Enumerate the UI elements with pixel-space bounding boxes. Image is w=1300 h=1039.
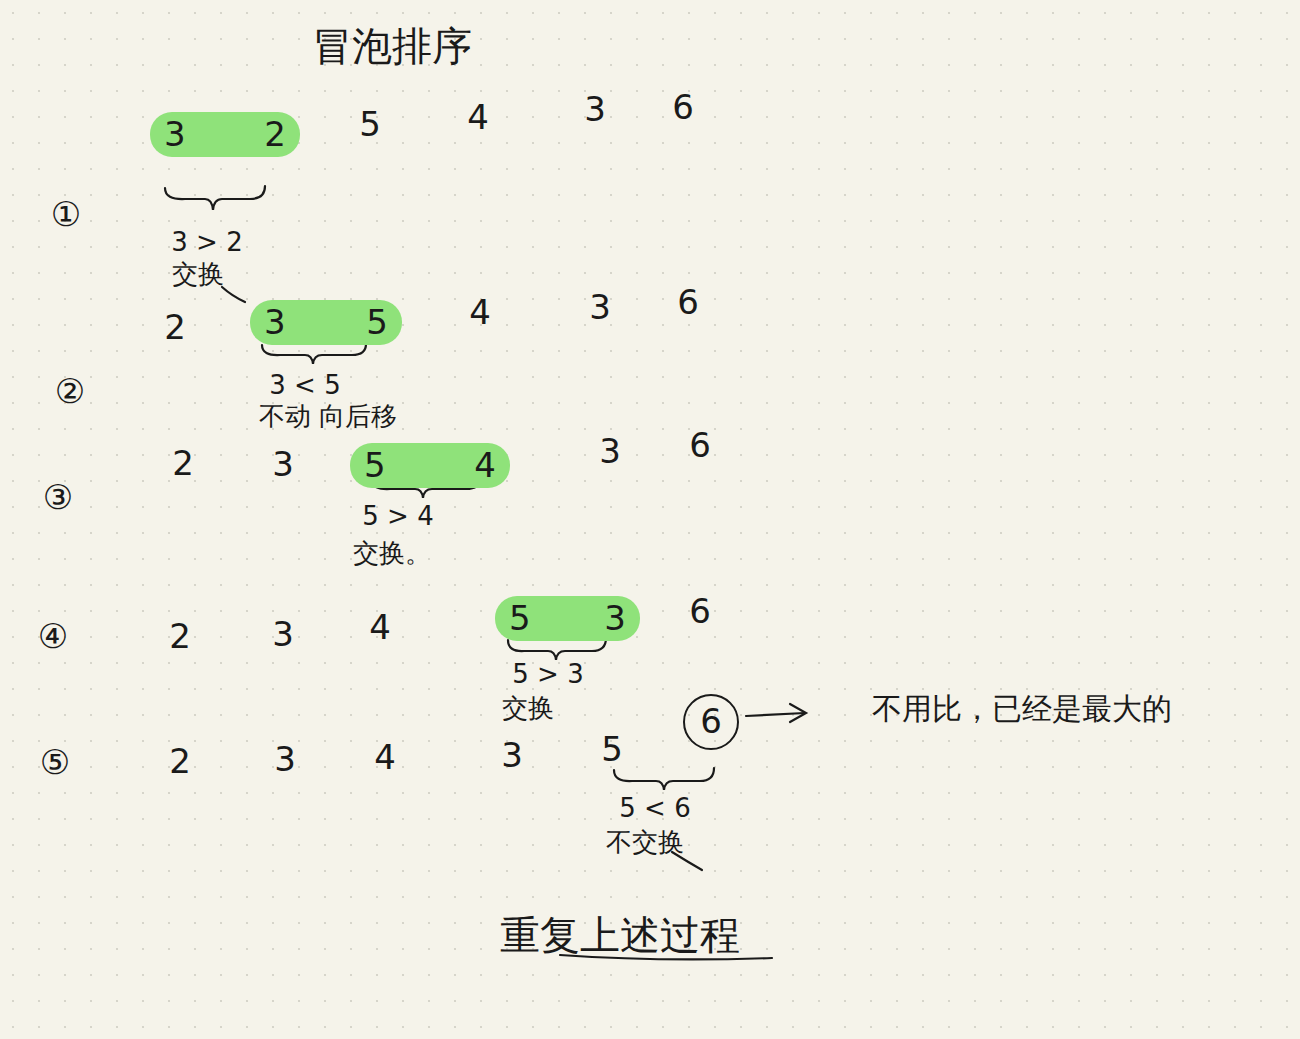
step-number: ② bbox=[55, 373, 85, 410]
annotation: 5 bbox=[359, 106, 381, 143]
number: 6 bbox=[700, 703, 722, 740]
annotation: 5 < 6 bbox=[619, 794, 690, 823]
highlight-band: 53 bbox=[495, 596, 640, 641]
highlight-band: 32 bbox=[150, 112, 300, 157]
annotation: 5 > 4 bbox=[362, 502, 433, 531]
annotation: 3 < 5 bbox=[269, 371, 340, 400]
annotation: 3 > 2 bbox=[171, 228, 242, 257]
annotation: 2 bbox=[172, 445, 194, 482]
annotation: 3 bbox=[589, 289, 611, 326]
annotation: 重复上述过程 bbox=[500, 913, 740, 957]
annotation: 2 bbox=[164, 309, 186, 346]
annotation: 3 bbox=[272, 446, 294, 483]
annotation: 3 bbox=[274, 741, 296, 778]
brace bbox=[614, 768, 714, 790]
annotation: 交换 bbox=[502, 694, 554, 723]
number: 3 bbox=[264, 304, 286, 341]
annotation: 2 bbox=[169, 618, 191, 655]
annotation: 3 bbox=[272, 616, 294, 653]
number: 3 bbox=[164, 116, 186, 153]
arrow-line bbox=[746, 713, 805, 716]
annotation: 5 bbox=[601, 731, 623, 768]
highlight-band: 54 bbox=[350, 443, 510, 488]
highlight-band: 35 bbox=[250, 300, 402, 345]
annotation: 5 > 3 bbox=[512, 660, 583, 689]
annotation: 4 bbox=[469, 294, 491, 331]
step-number: ③ bbox=[43, 479, 73, 516]
annotation: 不交换 bbox=[606, 828, 684, 857]
number: 5 bbox=[509, 600, 531, 637]
number: 2 bbox=[264, 116, 286, 153]
annotation: 4 bbox=[374, 739, 396, 776]
annotation: 2 bbox=[169, 743, 191, 780]
annotation: 6 bbox=[689, 427, 711, 464]
number: 5 bbox=[366, 304, 388, 341]
annotation: 6 bbox=[677, 284, 699, 321]
annotation: 4 bbox=[467, 99, 489, 136]
annotation: 不用比，已经是最大的 bbox=[872, 692, 1172, 725]
annotation: 交换 bbox=[172, 260, 224, 289]
annotation: 6 bbox=[689, 593, 711, 630]
leader-stroke bbox=[222, 287, 245, 302]
number: 4 bbox=[474, 447, 496, 484]
step-number: ① bbox=[51, 196, 81, 233]
step-number: ④ bbox=[38, 618, 68, 655]
step-number: ⑤ bbox=[40, 744, 70, 781]
circled-number: 6 bbox=[683, 694, 739, 750]
brace bbox=[262, 344, 366, 364]
annotation: 3 bbox=[584, 91, 606, 128]
annotation: 6 bbox=[672, 89, 694, 126]
annotation: 4 bbox=[369, 609, 391, 646]
annotation: 交换。 bbox=[353, 539, 431, 568]
brace bbox=[165, 186, 265, 210]
annotation: 3 bbox=[501, 737, 523, 774]
number: 5 bbox=[364, 447, 386, 484]
arrow-head bbox=[790, 704, 806, 722]
annotation: 不动 向后移 bbox=[259, 402, 397, 431]
annotation: 3 bbox=[599, 433, 621, 470]
number: 3 bbox=[604, 600, 626, 637]
title: 冒泡排序 bbox=[312, 24, 472, 68]
brace bbox=[508, 638, 606, 660]
